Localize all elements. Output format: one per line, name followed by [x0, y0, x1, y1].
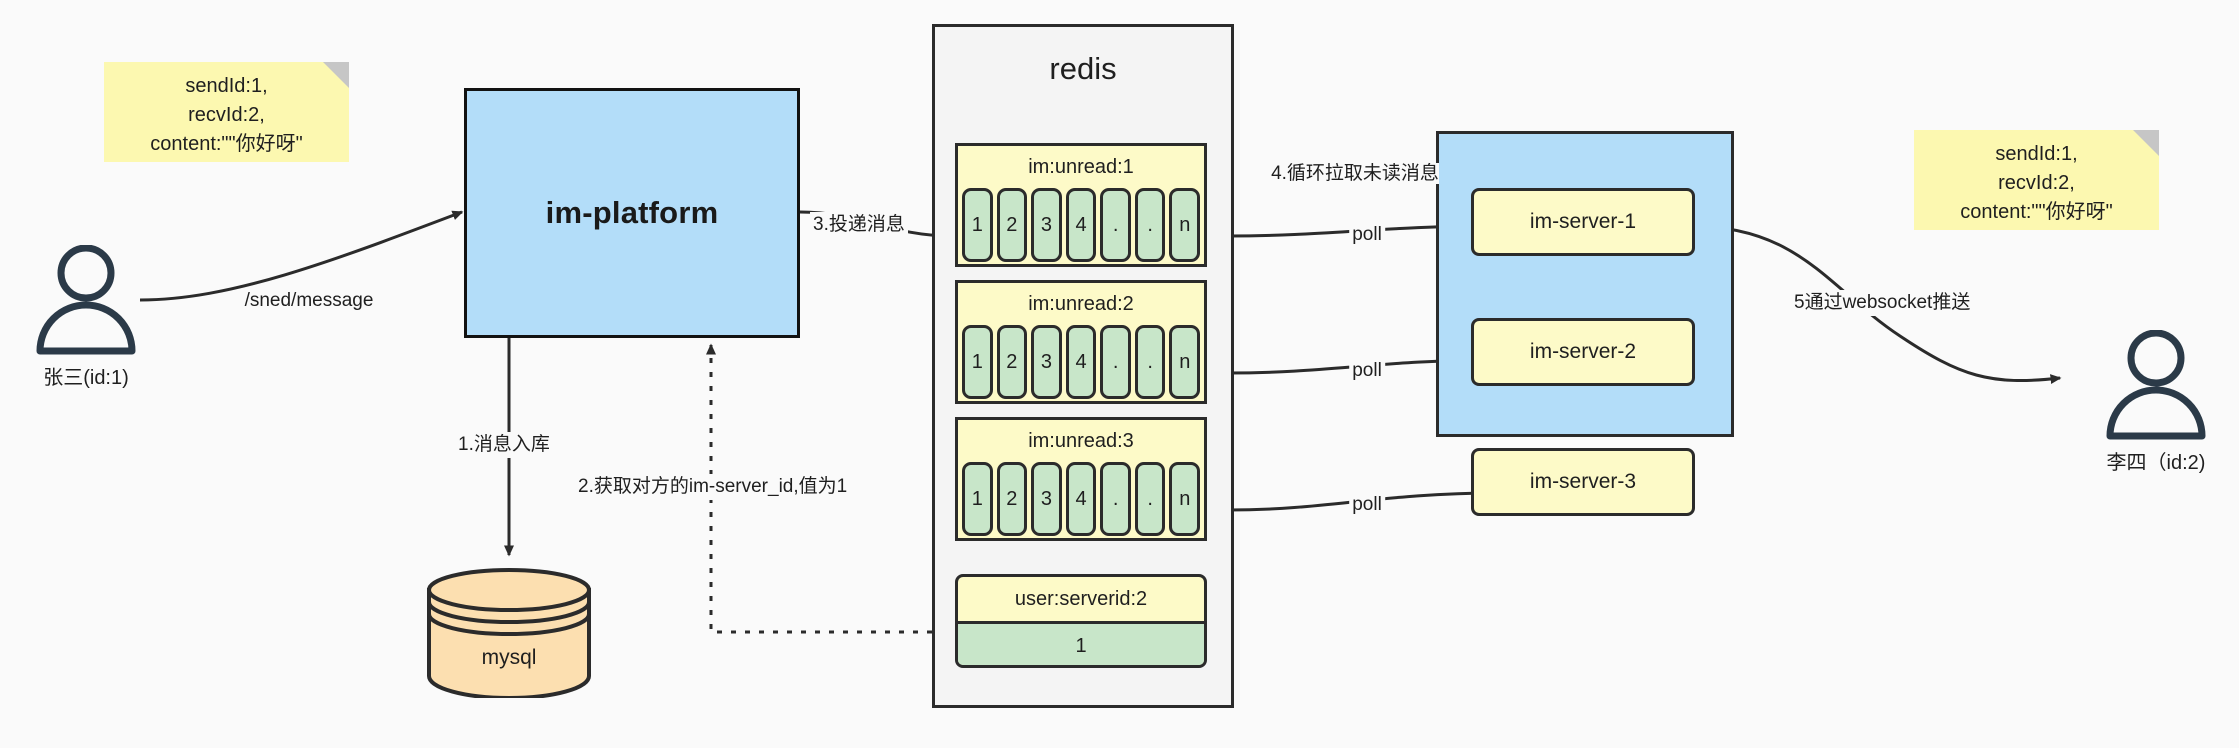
redis-kv-value: 1 — [958, 621, 1204, 665]
edge-label-send-message: /sned/message — [241, 288, 377, 314]
list-cell: . — [1134, 325, 1166, 399]
list-cell: 3 — [1031, 462, 1062, 536]
list-cell: 3 — [1031, 188, 1062, 262]
edge-label-step4-text: 4.循环拉取未读消息 — [1271, 163, 1439, 184]
redis-title: redis — [1049, 51, 1117, 86]
actor-receiver: 李四（id:2) — [2100, 329, 2212, 474]
note-line: sendId:1, — [185, 74, 268, 97]
im-server-1-label: im-server-1 — [1529, 210, 1637, 233]
list-cell: . — [1134, 462, 1166, 536]
list-cell: . — [1134, 188, 1166, 262]
list-cell: 4 — [1065, 325, 1097, 399]
redis-list-im-unread-1[interactable]: im:unread:1 1 2 3 4 . . n — [955, 143, 1207, 267]
im-server-2-label: im-server-2 — [1529, 340, 1637, 363]
mysql-database[interactable]: mysql — [425, 568, 593, 700]
list-cell: 1 — [962, 462, 993, 536]
edge-label-step4: 4.循环拉取未读消息 — [1262, 161, 1448, 187]
edge-step2-serverid — [706, 343, 932, 634]
database-cylinder-icon: mysql — [427, 568, 591, 700]
redis-list-key: im:unread:1 — [1028, 155, 1134, 178]
edge-step5-websocket — [1690, 224, 2062, 385]
edge-send-message — [139, 210, 464, 302]
redis-list-cells: 1 2 3 4 . . n — [958, 325, 1204, 403]
edge-label-step2: 2.获取对方的im-server_id,值为1 — [575, 474, 851, 500]
list-cell: n — [1169, 188, 1201, 262]
actor-sender: 张三(id:1) — [30, 244, 142, 389]
im-platform-label: im-platform — [545, 195, 719, 230]
im-server-cluster: im-server-1 im-server-2 im-server-3 — [1436, 131, 1734, 516]
list-cell: 3 — [1031, 325, 1062, 399]
redis-list-im-unread-2[interactable]: im:unread:2 1 2 3 4 . . n — [955, 280, 1207, 404]
redis-container: redis im:unread:1 1 2 3 4 . . n im:unrea… — [932, 24, 1234, 708]
list-cell: . — [1100, 325, 1131, 399]
redis-list-key: im:unread:2 — [1028, 292, 1134, 315]
mysql-label: mysql — [482, 646, 537, 669]
note-fold-icon — [2133, 130, 2159, 156]
actor-sender-caption: 张三(id:1) — [43, 367, 129, 389]
sticky-note-sender: sendId:1, recvId:2, content:""你好呀" — [104, 62, 349, 162]
edge-label-poll-1: poll — [1349, 222, 1385, 248]
list-cell: 4 — [1065, 462, 1097, 536]
im-platform-box[interactable]: im-platform — [464, 88, 800, 338]
edge-label-step3: 3.投递消息 — [810, 212, 908, 238]
list-cell: . — [1100, 462, 1131, 536]
redis-list-key: im:unread:3 — [1028, 429, 1134, 452]
im-server-2-node[interactable]: im-server-2 — [1471, 318, 1695, 386]
edge-label-poll-2: poll — [1349, 358, 1385, 384]
note-fold-icon — [323, 62, 349, 88]
list-cell: 2 — [996, 462, 1028, 536]
person-icon — [2106, 329, 2206, 440]
edge-label-step5: 5通过websocket推送 — [1791, 290, 1974, 316]
list-cell: 1 — [962, 325, 993, 399]
note-line: sendId:1, — [1995, 142, 2078, 165]
note-line: recvId:2, — [1998, 171, 2075, 194]
person-icon — [36, 244, 136, 355]
im-server-3-label: im-server-3 — [1529, 470, 1637, 493]
list-cell: 1 — [962, 188, 993, 262]
note-line: recvId:2, — [188, 103, 265, 126]
note-line: content:""你好呀" — [150, 132, 303, 155]
redis-list-cells: 1 2 3 4 . . n — [958, 462, 1204, 540]
edge-label-step1: 1.消息入库 — [455, 432, 553, 458]
im-server-1-node[interactable]: im-server-1 — [1471, 188, 1695, 256]
note-line: content:""你好呀" — [1960, 200, 2113, 223]
list-cell: n — [1169, 325, 1201, 399]
list-cell: 2 — [996, 325, 1028, 399]
redis-kv-user-serverid[interactable]: user:serverid:2 1 — [955, 574, 1207, 668]
redis-kv-key: user:serverid:2 — [1014, 587, 1148, 610]
list-cell: n — [1169, 462, 1201, 536]
actor-receiver-caption: 李四（id:2) — [2106, 452, 2206, 474]
im-server-3-node[interactable]: im-server-3 — [1471, 448, 1695, 516]
list-cell: 2 — [996, 188, 1028, 262]
redis-list-cells: 1 2 3 4 . . n — [958, 188, 1204, 266]
list-cell: 4 — [1065, 188, 1097, 262]
edge-label-poll-3: poll — [1349, 492, 1385, 518]
redis-list-im-unread-3[interactable]: im:unread:3 1 2 3 4 . . n — [955, 417, 1207, 541]
sticky-note-receiver: sendId:1, recvId:2, content:""你好呀" — [1914, 130, 2159, 230]
list-cell: . — [1100, 188, 1131, 262]
